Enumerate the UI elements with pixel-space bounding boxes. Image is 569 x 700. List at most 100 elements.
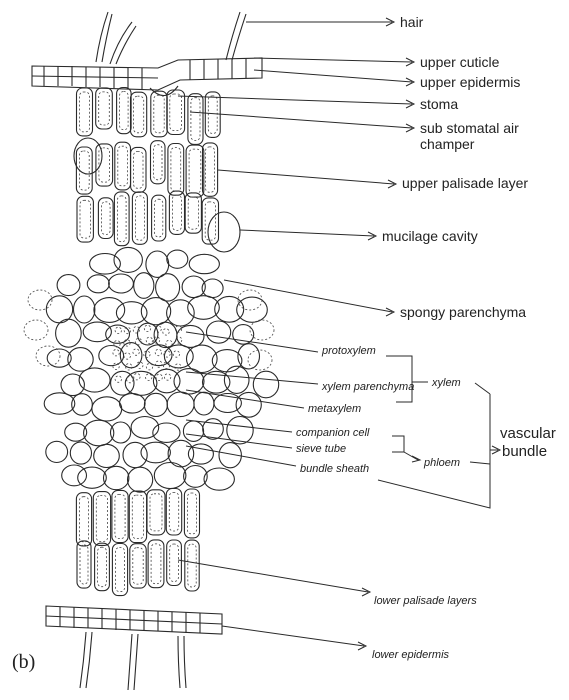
palisade-cell [132,192,147,244]
chloroplast-row [79,151,89,190]
chloroplast-row [188,197,198,229]
palisade-cell [117,88,132,134]
palisade-cell [205,92,220,137]
parenchyma-cell [164,345,193,368]
parenchyma-cell [189,254,219,273]
parenchyma-cell [44,393,75,414]
chloroplast-row [134,96,144,133]
figure-letter: (b) [12,651,35,673]
palisade-cell [77,541,91,588]
chloroplast-row [80,545,88,584]
mucilage-cavity [208,212,240,252]
label-xylem-parenchyma: xylem parenchyma [321,381,414,393]
parenchyma-cell [204,468,234,490]
label-stoma: stoma [420,96,458,112]
palisade-cell [115,142,131,190]
parenchyma-cell [90,253,121,274]
parenchyma-cell [207,321,231,343]
chloroplast-row [115,548,124,592]
palisade-cell [184,489,199,538]
chloroplast-row [120,92,129,130]
label-spongy-parenchyma: spongy parenchyma [400,304,526,320]
xylem-vessel [144,351,150,357]
palisade-cell [95,543,110,591]
parenchyma-cell [114,247,142,272]
parenchyma-cell [177,325,204,347]
chloroplast-row [191,98,200,141]
chloroplast-row [134,151,143,188]
parenchyma-cell [94,298,125,323]
edge-cell [248,350,272,370]
label-phloem: phloem [423,457,460,469]
xylem-vessel [173,351,179,357]
parenchyma-cell [167,250,188,268]
leader-lines [178,18,500,650]
chloroplast-row [206,147,215,192]
palisade-cell [148,540,164,588]
palisade-cell [169,191,184,234]
chloroplast-row [170,94,182,131]
labels: hair upper cuticle upper epidermis stoma… [12,14,556,673]
palisade-cell [112,544,127,596]
parenchyma-cell [144,393,167,416]
parenchyma-cell [104,466,129,489]
xylem-vessel [164,374,170,380]
parenchyma-cell [134,273,154,299]
xylem-vessel [133,349,139,355]
parenchyma-cell [87,275,109,293]
palisade-cell [188,94,203,145]
palisade-cell [129,491,146,542]
chloroplast-row [132,495,143,538]
parenchyma-cell [236,392,261,417]
xylem-vessel [156,361,162,367]
palisade-cell [77,88,93,136]
xylem-vessel [127,376,133,382]
palisade-cell [93,492,110,546]
palisade-cell [152,195,166,241]
chloroplast-row [79,497,88,542]
parenchyma-cell [62,465,87,486]
parenchyma-cell [84,420,114,446]
xylem-vessel [113,363,119,369]
xylem-vessel [115,327,121,333]
lower-hairs [80,632,186,690]
palisade-cell [130,544,146,588]
parenchyma-cell [128,467,153,492]
xylem-vessel [146,364,152,370]
parenchyma-cell [120,394,146,414]
label-metaxylem: metaxylem [308,403,361,415]
chloroplast-row [80,92,90,132]
parenchyma-cell [92,397,122,421]
chloroplast-row [208,96,217,133]
palisade-cell [166,489,181,536]
palisade-cell [96,88,113,129]
xylem-vessel [134,374,140,380]
palisade-cell [203,143,218,196]
chloroplast-row [133,548,143,584]
label-upper-palisade: upper palisade layer [402,175,528,191]
palisade-cell [112,490,128,542]
label-sub-stomatal-2: champer [420,136,475,152]
edge-cell [28,290,52,310]
parenchyma-cell [78,467,107,488]
parenchyma-cell [183,421,203,441]
chloroplast-row [189,149,201,193]
palisade-cell [167,540,182,586]
palisade-cell [114,192,129,246]
label-hair: hair [400,14,424,30]
xylem-vessel [144,325,150,331]
xylem-vessel [115,376,121,382]
lower-palisade-cells [76,489,199,596]
upper-palisade-cells [74,88,220,246]
xylem-vessel [163,329,169,335]
chloroplast-row [118,146,128,186]
chloroplast-row [187,493,196,534]
parenchyma-cell [184,466,208,488]
edge-cell [24,320,48,340]
label-xylem: xylem [431,377,461,389]
palisade-cell [185,193,201,233]
parenchyma-cell [237,297,268,322]
chloroplast-row [135,196,144,240]
label-upper-epidermis: upper epidermis [420,74,520,90]
